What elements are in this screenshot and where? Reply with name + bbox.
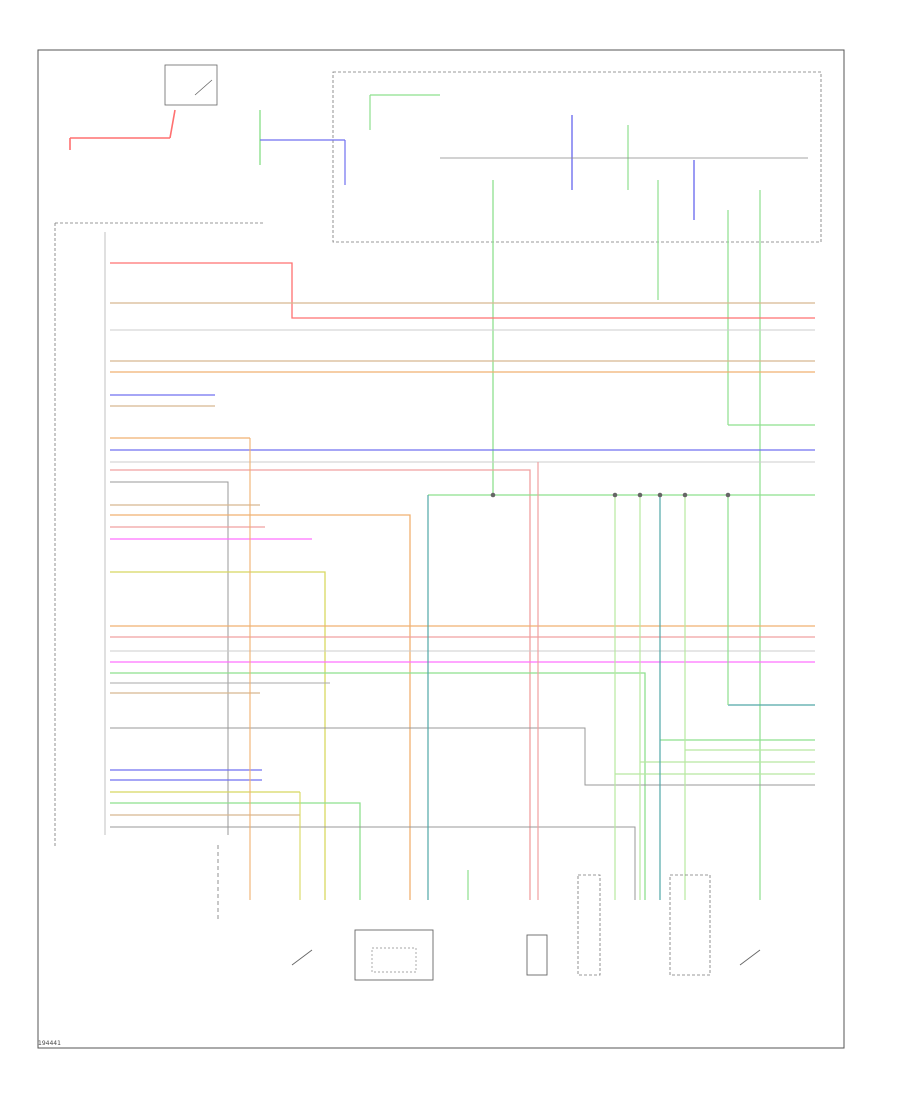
splice-dot bbox=[725, 492, 731, 498]
splice-dot bbox=[682, 492, 688, 498]
wire-orange-3 bbox=[110, 514, 411, 900]
wire-green-2 bbox=[110, 672, 646, 900]
wire-gray-3 bbox=[110, 481, 229, 835]
wire-green-7 bbox=[110, 802, 361, 900]
splice-dot bbox=[490, 492, 496, 498]
page-id: 194441 bbox=[38, 1040, 61, 1047]
switch-bottom-2 bbox=[739, 949, 761, 966]
diagram-frame bbox=[37, 49, 845, 1049]
wire-gray-6 bbox=[110, 727, 815, 786]
switch-bottom-1 bbox=[291, 949, 313, 966]
relay-contact bbox=[194, 79, 213, 96]
red-wire-top-2 bbox=[169, 109, 176, 139]
splice-dot bbox=[657, 492, 663, 498]
splice-dot bbox=[637, 492, 643, 498]
component-fuel-sender bbox=[669, 874, 711, 976]
component-fuel-pump bbox=[577, 874, 601, 976]
component-sensor-connector bbox=[354, 929, 434, 981]
wire-pink-1 bbox=[110, 469, 531, 900]
wire-gray-7 bbox=[110, 826, 636, 900]
component-vss bbox=[526, 934, 548, 976]
component-sensor-inner bbox=[371, 947, 417, 973]
relay-box bbox=[164, 64, 218, 106]
splice-dot bbox=[612, 492, 618, 498]
wire-red-1 bbox=[110, 262, 815, 319]
wire-yellow-1 bbox=[110, 571, 326, 900]
fuse-block-frame bbox=[332, 71, 822, 243]
